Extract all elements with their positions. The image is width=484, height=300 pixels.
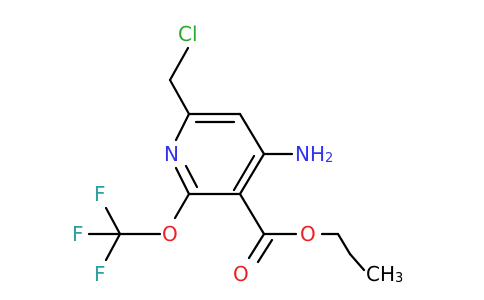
methyl-main: CH	[366, 262, 395, 286]
amino-label: NH2	[295, 142, 333, 166]
bond-c2-o	[173, 192, 191, 220]
amino-subscript: 2	[325, 151, 333, 166]
fluorine-top-label: F	[94, 182, 106, 206]
bond-c4-c3	[238, 152, 266, 196]
bond-c5-c4	[238, 112, 266, 156]
bond-o-ch2-b	[336, 232, 352, 256]
bond-n1-c6	[174, 112, 191, 142]
bond-cf3-ftop	[104, 206, 122, 236]
bond-ch2-c6	[168, 78, 191, 116]
carbonyl-oxygen-label: O	[233, 262, 249, 286]
bond-c3-ester	[238, 192, 266, 236]
bond-c4-c3-inner	[232, 154, 256, 192]
methyl-subscript: 3	[395, 271, 403, 286]
bonds	[87, 46, 366, 272]
ether-oxygen-label: O	[162, 222, 178, 246]
ester-oxygen-label: O	[300, 222, 316, 246]
methyl-label: CH3	[366, 262, 403, 286]
chlorine-label: Cl	[178, 22, 198, 46]
bond-c2-n1-inner	[184, 164, 199, 189]
atom-labels: Cl N NH2 O F F F O O CH3	[72, 22, 403, 286]
bond-ester-co	[247, 232, 266, 260]
ring-nitrogen-label: N	[164, 142, 179, 166]
bond-cl-ch2	[168, 46, 190, 82]
fluorine-left-label: F	[72, 222, 84, 246]
bond-cf3-fbottom	[104, 232, 122, 262]
bond-ester-co-inner	[256, 238, 274, 264]
fluorine-bottom-label: F	[94, 262, 106, 286]
bond-ch2-ch3	[348, 252, 366, 272]
amino-main: NH	[295, 142, 325, 166]
bond-c2-n1	[174, 166, 191, 196]
